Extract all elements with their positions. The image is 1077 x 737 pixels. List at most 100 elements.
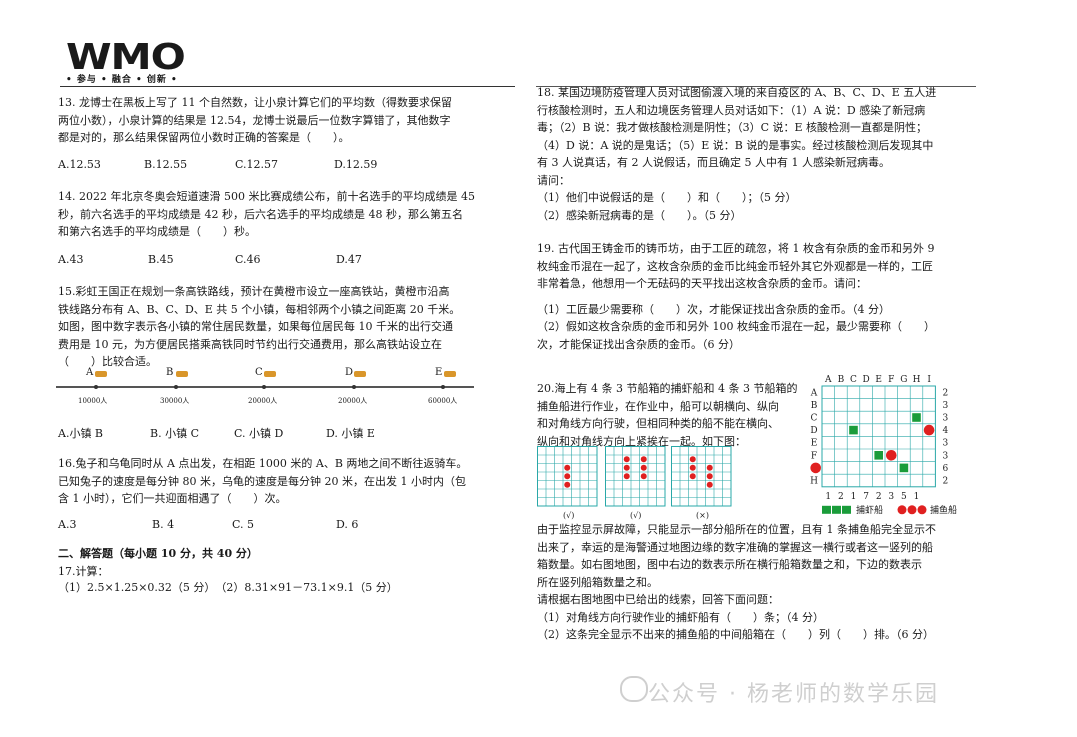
question-15: 15.彩虹王国正在规划一条高铁路线，预计在黄橙市设立一座高铁站，黄橙市沿高 铁线… bbox=[58, 283, 460, 371]
q15-option-c: C. 小镇 D bbox=[234, 427, 284, 440]
q16-option-d: D. 6 bbox=[336, 518, 359, 531]
q16-option-c: C. 5 bbox=[232, 518, 255, 531]
q19-line: 非常着急，他想用一个无砝码的天平找出这枚含杂质的金币。请问： bbox=[537, 277, 867, 290]
example-grid-3 bbox=[671, 446, 732, 507]
q20-line: 20.海上有 4 条 3 节船箱的捕虾船和 4 条 3 节船箱的 bbox=[537, 382, 798, 395]
legend-shrimp-swatch bbox=[842, 505, 851, 514]
column-count: 2 bbox=[838, 492, 844, 502]
q20-line: 捕鱼船进行作业，在作业中，船可以朝横向、纵向 bbox=[537, 399, 779, 413]
house-icon bbox=[354, 371, 366, 377]
q18-line: 行核酸检测时，五人和边境医务管理人员对话如下：（1）A 说：D 感染了新冠病 bbox=[537, 103, 926, 117]
shrimp-boat-segment bbox=[912, 413, 921, 422]
q19-line: 次，才能保证找出含杂质的金币。（6 分） bbox=[537, 337, 740, 351]
column-count: 3 bbox=[888, 492, 894, 502]
row-count: 3 bbox=[943, 401, 949, 411]
house-icon bbox=[95, 371, 107, 377]
fish-boat-segment bbox=[689, 473, 696, 480]
q17-parts: （1）2.5×1.25×0.32（5 分） （2）8.31×91－73.1×9.… bbox=[58, 581, 398, 594]
q20-line: （2）这条完全显示不出来的捕鱼船的中间船箱在（ ）列（ ）排。（6 分） bbox=[537, 628, 934, 641]
column-label: D bbox=[862, 375, 869, 385]
column-label: G bbox=[900, 375, 907, 385]
column-count: 7 bbox=[863, 492, 869, 502]
town-e-label: E bbox=[435, 367, 443, 378]
question-20-intro: 20.海上有 4 条 3 节船箱的捕虾船和 4 条 3 节船箱的 捕鱼船进行作业… bbox=[537, 380, 797, 450]
q19-line bbox=[537, 293, 935, 301]
q15-option-b: B. 小镇 C bbox=[150, 427, 199, 440]
fish-boat-segment bbox=[689, 464, 696, 471]
q14-option-a: A.43 bbox=[58, 253, 84, 266]
column-label: B bbox=[838, 375, 845, 385]
q16-line: 含 1 小时），它们一共迎面相遇了（ ）次。 bbox=[58, 492, 287, 505]
fish-boat-segment bbox=[886, 450, 897, 461]
town-b-label: B bbox=[166, 367, 174, 378]
row-label: A bbox=[810, 388, 818, 398]
fish-boat-segment bbox=[810, 462, 821, 474]
q18-line: （2）感染新冠病毒的是（ ）。（5 分） bbox=[537, 208, 742, 222]
grid-border bbox=[605, 446, 666, 507]
legend-fish-swatch bbox=[897, 505, 907, 515]
town-b-dot bbox=[174, 385, 178, 389]
q20-line: 请根据右图地图中已给出的线索，回答下面问题： bbox=[537, 593, 779, 606]
q18-line: 有 3 人说真话，有 2 人说假话，而且确定 5 人中有 1 人感染新冠病毒。 bbox=[537, 156, 890, 169]
legend-shrimp-swatch bbox=[832, 505, 841, 514]
fish-boat-segment bbox=[689, 456, 696, 463]
row-count: 2 bbox=[943, 388, 949, 398]
q19-line: 19. 古代国王铸金币的铸币坊，由于工匠的疏忽，将 1 枚含有杂质的金币和另外 … bbox=[537, 242, 935, 255]
town-c-population: 20000人 bbox=[248, 397, 278, 405]
question-14: 14. 2022 年北京冬奥会短道速滑 500 米比赛成绩公布，前十名选手的平均… bbox=[58, 188, 475, 241]
house-icon bbox=[264, 371, 276, 377]
q13-option-d: D.12.59 bbox=[334, 158, 378, 171]
q20-line: 和对角线方向行驶，但相同种类的船不能在横向、 bbox=[537, 417, 779, 430]
example-grid-3-label: (×) bbox=[696, 511, 709, 520]
town-a-population: 10000人 bbox=[78, 397, 108, 405]
watermark-text: 公众号 · 杨老师的数学乐园 bbox=[648, 682, 939, 707]
town-c-label: C bbox=[255, 367, 263, 378]
q20-line: 出来了，幸运的是海警通过地图边缘的数字准确的掌握这一横行或者这一竖列的船 bbox=[537, 540, 933, 554]
row-label: E bbox=[811, 439, 818, 449]
q20-line: 箱数量。如右图地图，图中右边的数表示所在横行船箱数量之和，下边的数表示 bbox=[537, 558, 922, 571]
q18-line: 18. 某国边境防疫管理人员对试图偷渡入境的来自疫区的 A、B、C、D、E 五人… bbox=[537, 86, 937, 99]
q18-line: 请问： bbox=[537, 173, 570, 187]
q14-option-c: C.46 bbox=[235, 253, 261, 266]
column-count: 5 bbox=[901, 492, 907, 502]
q13-line: 两位小数），小泉计算的结果是 12.54，龙博士说最后一位数字算错了，其他数字 bbox=[58, 113, 451, 127]
example-grid-1 bbox=[537, 446, 598, 507]
row-count: 3 bbox=[943, 439, 949, 449]
q14-line: 秒，前六名选手的平均成绩是 42 秒，后六名选手的平均成绩是 48 秒，那么第五… bbox=[58, 207, 463, 221]
shrimp-boat-segment bbox=[874, 451, 883, 460]
q16-option-b: B. 4 bbox=[152, 518, 175, 531]
shrimp-boat-segment bbox=[899, 463, 909, 473]
q20-line: （1）对角线方向行驶作业的捕虾船有（ ）条；（4 分） bbox=[537, 610, 824, 624]
fish-boat-segment bbox=[623, 473, 630, 480]
q14-line: 和第六名选手的平均成绩是（ ）秒。 bbox=[58, 225, 256, 238]
row-label: B bbox=[811, 401, 818, 411]
header-rule bbox=[60, 86, 515, 87]
q13-option-c: C.12.57 bbox=[235, 158, 279, 171]
row-label: F bbox=[811, 451, 817, 461]
q17-title: 17.计算： bbox=[58, 565, 109, 578]
question-18: 18. 某国边境防疫管理人员对试图偷渡入境的来自疫区的 A、B、C、D、E 五人… bbox=[537, 84, 936, 224]
q14-option-b: B.45 bbox=[148, 253, 174, 266]
row-label: H bbox=[810, 477, 818, 487]
q20-line: 由于监控显示屏故障，只能显示一部分船所在的位置，且有 1 条捕鱼船完全显示不 bbox=[537, 523, 936, 536]
legend-fish-swatch bbox=[917, 505, 927, 515]
row-label: D bbox=[810, 426, 817, 436]
q15-line: 费用是 10 元，为方便居民搭乘高铁同时节约出行交通费用，那么高铁站设立在 bbox=[58, 337, 442, 351]
q18-line: （4）D 说：A 说的是鬼话；（5）E 说：B 说的是事实。经过核酸检测后发现其… bbox=[537, 138, 934, 152]
header-rule-right bbox=[536, 86, 976, 87]
legend-shrimp-swatch bbox=[822, 505, 831, 514]
grid-border bbox=[671, 446, 732, 507]
example-grid-2-label: (√) bbox=[630, 511, 642, 520]
example-grid-2 bbox=[605, 446, 666, 507]
q19-line: （2）假如这枚含杂质的金币和另外 100 枚纯金币混在一起，最少需要称（ ） bbox=[537, 320, 935, 333]
wmo-logo: WMO bbox=[66, 37, 186, 78]
question-13: 13. 龙博士在黑板上写了 11 个自然数，让小泉计算它们的平均数（得数要求保留… bbox=[58, 94, 452, 147]
example-grid-1-label: (√) bbox=[563, 511, 575, 520]
q14-line: 14. 2022 年北京冬奥会短道速滑 500 米比赛成绩公布，前十名选手的平均… bbox=[58, 190, 475, 203]
house-icon bbox=[176, 371, 188, 377]
fish-boat-segment bbox=[640, 473, 647, 480]
q18-line: （1）他们中说假话的是（ ）和（ ）；（5 分） bbox=[537, 191, 797, 204]
fish-boat-segment bbox=[564, 481, 571, 488]
town-d-population: 20000人 bbox=[338, 397, 368, 405]
fish-boat-segment bbox=[706, 464, 713, 471]
